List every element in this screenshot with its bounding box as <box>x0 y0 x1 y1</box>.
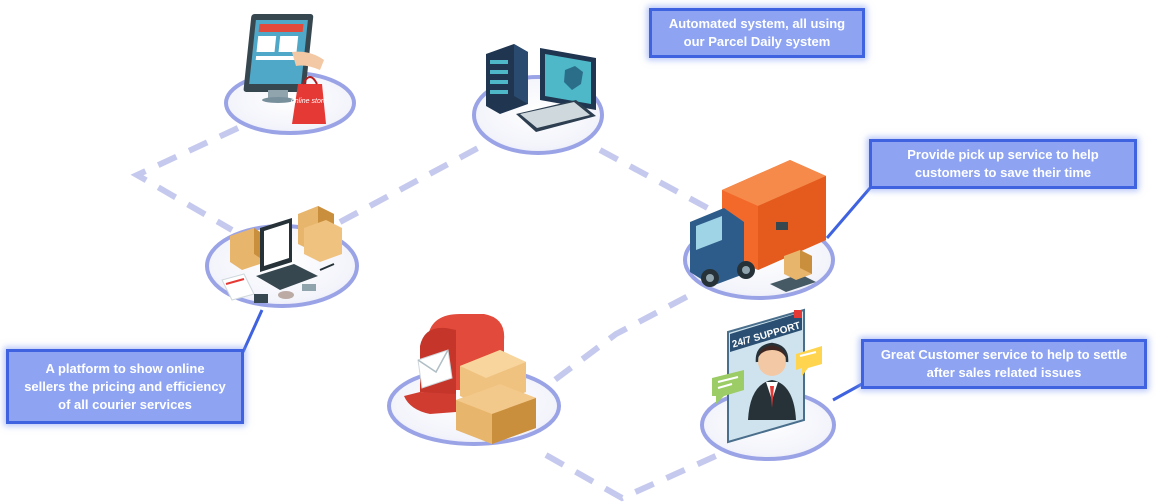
callout-line: of all courier services <box>58 396 192 412</box>
delivery-truck-icon <box>690 160 826 292</box>
callout-line: Provide pick up service to help <box>907 147 1099 162</box>
dashed-route <box>130 125 720 502</box>
server-computer-icon <box>486 44 596 132</box>
laptop-parcels-icon <box>221 206 342 303</box>
callout-line: after sales related issues <box>926 365 1082 380</box>
callout-line: sellers the pricing and efficiency <box>24 378 226 394</box>
callout-platform: A platform to show online sellers the pr… <box>6 349 244 424</box>
callout-connectors <box>241 187 872 402</box>
callout-line: customers to save their time <box>914 165 1092 180</box>
mailbox-parcels-icon <box>404 314 536 444</box>
bag-label: online store <box>291 98 327 105</box>
customer-support-icon: 24/7 SUPPORT <box>712 308 822 444</box>
callout-pickup-service: Provide pick up service to help customer… <box>869 139 1137 189</box>
callout-automated-system: Automated system, all using our Parcel D… <box>649 8 865 58</box>
callout-line: our Parcel Daily system <box>683 34 831 49</box>
callout-customer-service: Great Customer service to help to settle… <box>861 339 1147 389</box>
callout-line: A platform to show online <box>45 360 205 376</box>
callout-line: Great Customer service to help to settle <box>880 347 1128 362</box>
online-store-icon: online store <box>243 14 327 124</box>
callout-line: Automated system, all using <box>668 16 846 31</box>
